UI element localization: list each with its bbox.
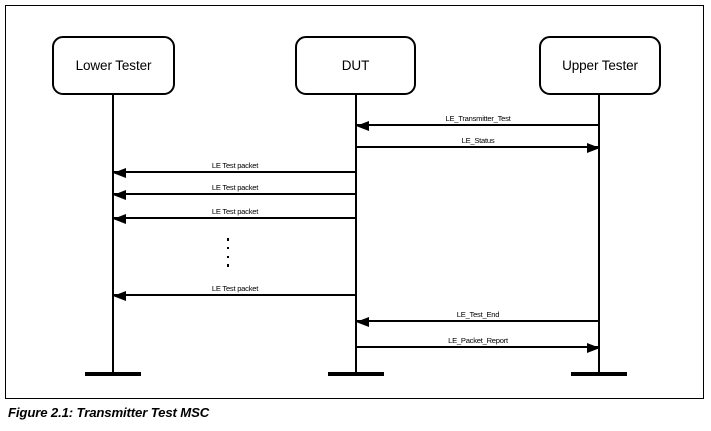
arrowhead-right-icon bbox=[587, 142, 600, 153]
message-le-test-packet-4[interactable]: LE Test packet bbox=[113, 278, 356, 301]
lifeline-lower-tester bbox=[112, 95, 115, 374]
ellipsis-dot bbox=[226, 255, 230, 259]
message-le-test-packet-1[interactable]: LE Test packet bbox=[113, 155, 356, 178]
message-line bbox=[114, 171, 356, 173]
vertical-ellipsis-icon bbox=[226, 238, 230, 267]
lifeline-terminator-upper-tester bbox=[571, 372, 627, 376]
message-line bbox=[357, 124, 599, 126]
arrowhead-left-icon bbox=[356, 120, 369, 131]
message-le-transmitter-test[interactable]: LE_Transmitter_Test bbox=[356, 108, 599, 131]
arrowhead-right-icon bbox=[587, 342, 600, 353]
participant-label-dut: DUT bbox=[341, 58, 370, 73]
ellipsis-dot bbox=[226, 238, 230, 241]
ellipsis-dot bbox=[226, 264, 230, 267]
message-le-status[interactable]: LE_Status bbox=[357, 130, 600, 153]
message-line bbox=[357, 320, 599, 322]
message-label: LE_Packet_Report bbox=[448, 336, 508, 345]
participant-box-upper-tester[interactable]: Upper Tester bbox=[539, 36, 661, 95]
arrowhead-left-icon bbox=[113, 167, 126, 178]
message-line bbox=[357, 346, 599, 348]
arrowhead-left-icon bbox=[113, 189, 126, 200]
lifeline-terminator-lower-tester bbox=[85, 372, 141, 376]
participant-box-lower-tester[interactable]: Lower Tester bbox=[52, 36, 175, 95]
message-line bbox=[114, 217, 356, 219]
message-label: LE Test packet bbox=[211, 183, 259, 192]
participant-label-lower-tester: Lower Tester bbox=[75, 58, 152, 73]
arrowhead-left-icon bbox=[113, 290, 126, 301]
message-label: LE Test packet bbox=[211, 284, 259, 293]
lifeline-dut bbox=[355, 95, 358, 374]
message-line bbox=[357, 146, 599, 148]
message-le-test-packet-2[interactable]: LE Test packet bbox=[113, 177, 356, 200]
figure-caption: Figure 2.1: Transmitter Test MSC bbox=[8, 405, 210, 420]
participant-label-upper-tester: Upper Tester bbox=[562, 58, 638, 73]
message-le-test-end[interactable]: LE_Test_End bbox=[356, 304, 599, 327]
participant-box-dut[interactable]: DUT bbox=[295, 36, 416, 95]
message-label: LE_Transmitter_Test bbox=[445, 114, 511, 123]
message-line bbox=[114, 193, 356, 195]
message-label: LE_Test_End bbox=[456, 310, 500, 319]
message-le-test-packet-3[interactable]: LE Test packet bbox=[113, 201, 356, 224]
message-label: LE Test packet bbox=[211, 161, 259, 170]
lifeline-upper-tester bbox=[598, 95, 601, 374]
arrowhead-left-icon bbox=[356, 316, 369, 327]
message-label: LE Test packet bbox=[211, 207, 259, 216]
arrowhead-left-icon bbox=[113, 213, 126, 224]
lifeline-terminator-dut bbox=[328, 372, 384, 376]
message-label: LE_Status bbox=[461, 136, 495, 145]
message-le-packet-report[interactable]: LE_Packet_Report bbox=[357, 330, 600, 353]
ellipsis-dot bbox=[226, 246, 230, 250]
message-line bbox=[114, 294, 356, 296]
